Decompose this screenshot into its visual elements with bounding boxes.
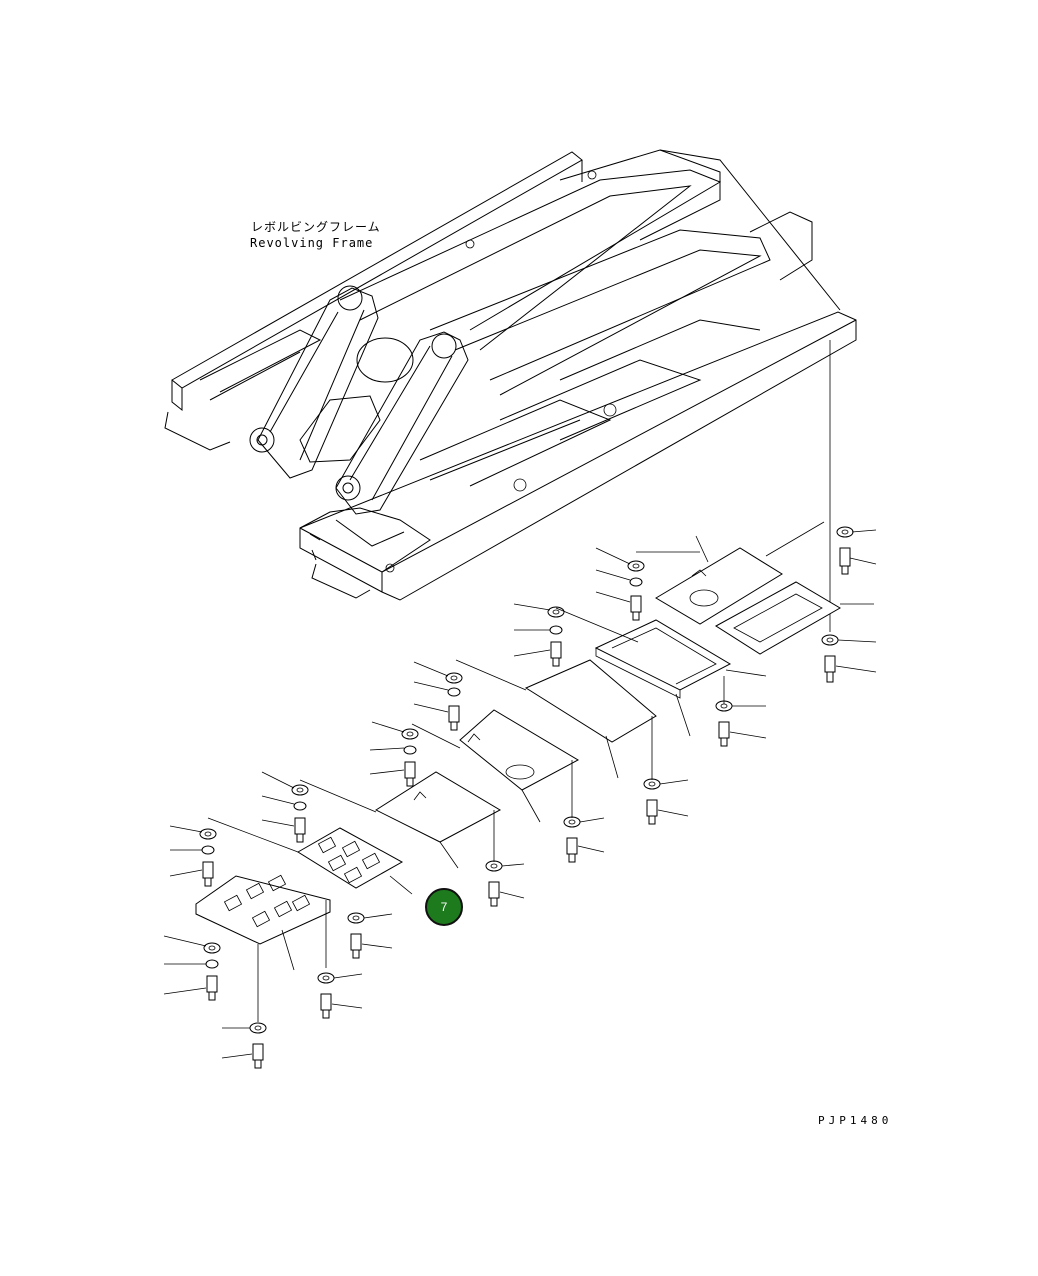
bolt-icon — [824, 655, 836, 683]
washer-icon — [549, 625, 563, 635]
bolt-icon — [646, 799, 658, 825]
fastener-hardware — [163, 526, 877, 1069]
washer-icon — [821, 634, 839, 646]
bolt-icon — [350, 933, 362, 959]
bolt-icon — [320, 993, 332, 1019]
bolt-icon — [839, 547, 851, 575]
washer-icon — [347, 912, 365, 924]
frame-label-english: Revolving Frame — [250, 236, 374, 250]
bolt-icon — [566, 837, 578, 863]
drawing-code: PJP1480 — [818, 1114, 893, 1127]
bolt-icon — [206, 975, 218, 1001]
washer-icon — [547, 606, 565, 618]
bolt-icon — [550, 641, 562, 667]
washer-icon — [293, 801, 307, 811]
washer-icon — [643, 778, 661, 790]
washer-icon — [249, 1022, 267, 1034]
undercover-plates — [195, 547, 841, 945]
washer-icon — [447, 687, 461, 697]
bolt-icon — [448, 705, 460, 731]
washer-icon — [627, 560, 645, 572]
plate-leader-lines — [207, 521, 874, 1022]
bolt-icon — [488, 881, 500, 907]
washer-icon — [563, 816, 581, 828]
bolt-icon — [294, 817, 306, 843]
bolt-icon — [630, 595, 642, 621]
washer-icon — [201, 845, 215, 855]
callout-marker-7[interactable]: 7 — [425, 888, 463, 926]
washer-icon — [203, 942, 221, 954]
washer-icon — [401, 728, 419, 740]
washer-icon — [403, 745, 417, 755]
bolt-icon — [404, 761, 416, 787]
washer-icon — [836, 526, 854, 538]
frame-label-japanese: レボルビングフレーム — [251, 220, 381, 234]
washer-icon — [199, 828, 217, 840]
washer-icon — [445, 672, 463, 684]
bolt-icon — [202, 861, 214, 887]
washer-icon — [291, 784, 309, 796]
callout-number: 7 — [440, 900, 448, 914]
washer-icon — [317, 972, 335, 984]
bolt-icon — [718, 721, 730, 747]
washer-icon — [205, 959, 219, 969]
washer-icon — [629, 577, 643, 587]
revolving-frame-drawing — [164, 149, 857, 601]
washer-icon — [485, 860, 503, 872]
bolt-icon — [252, 1043, 264, 1069]
